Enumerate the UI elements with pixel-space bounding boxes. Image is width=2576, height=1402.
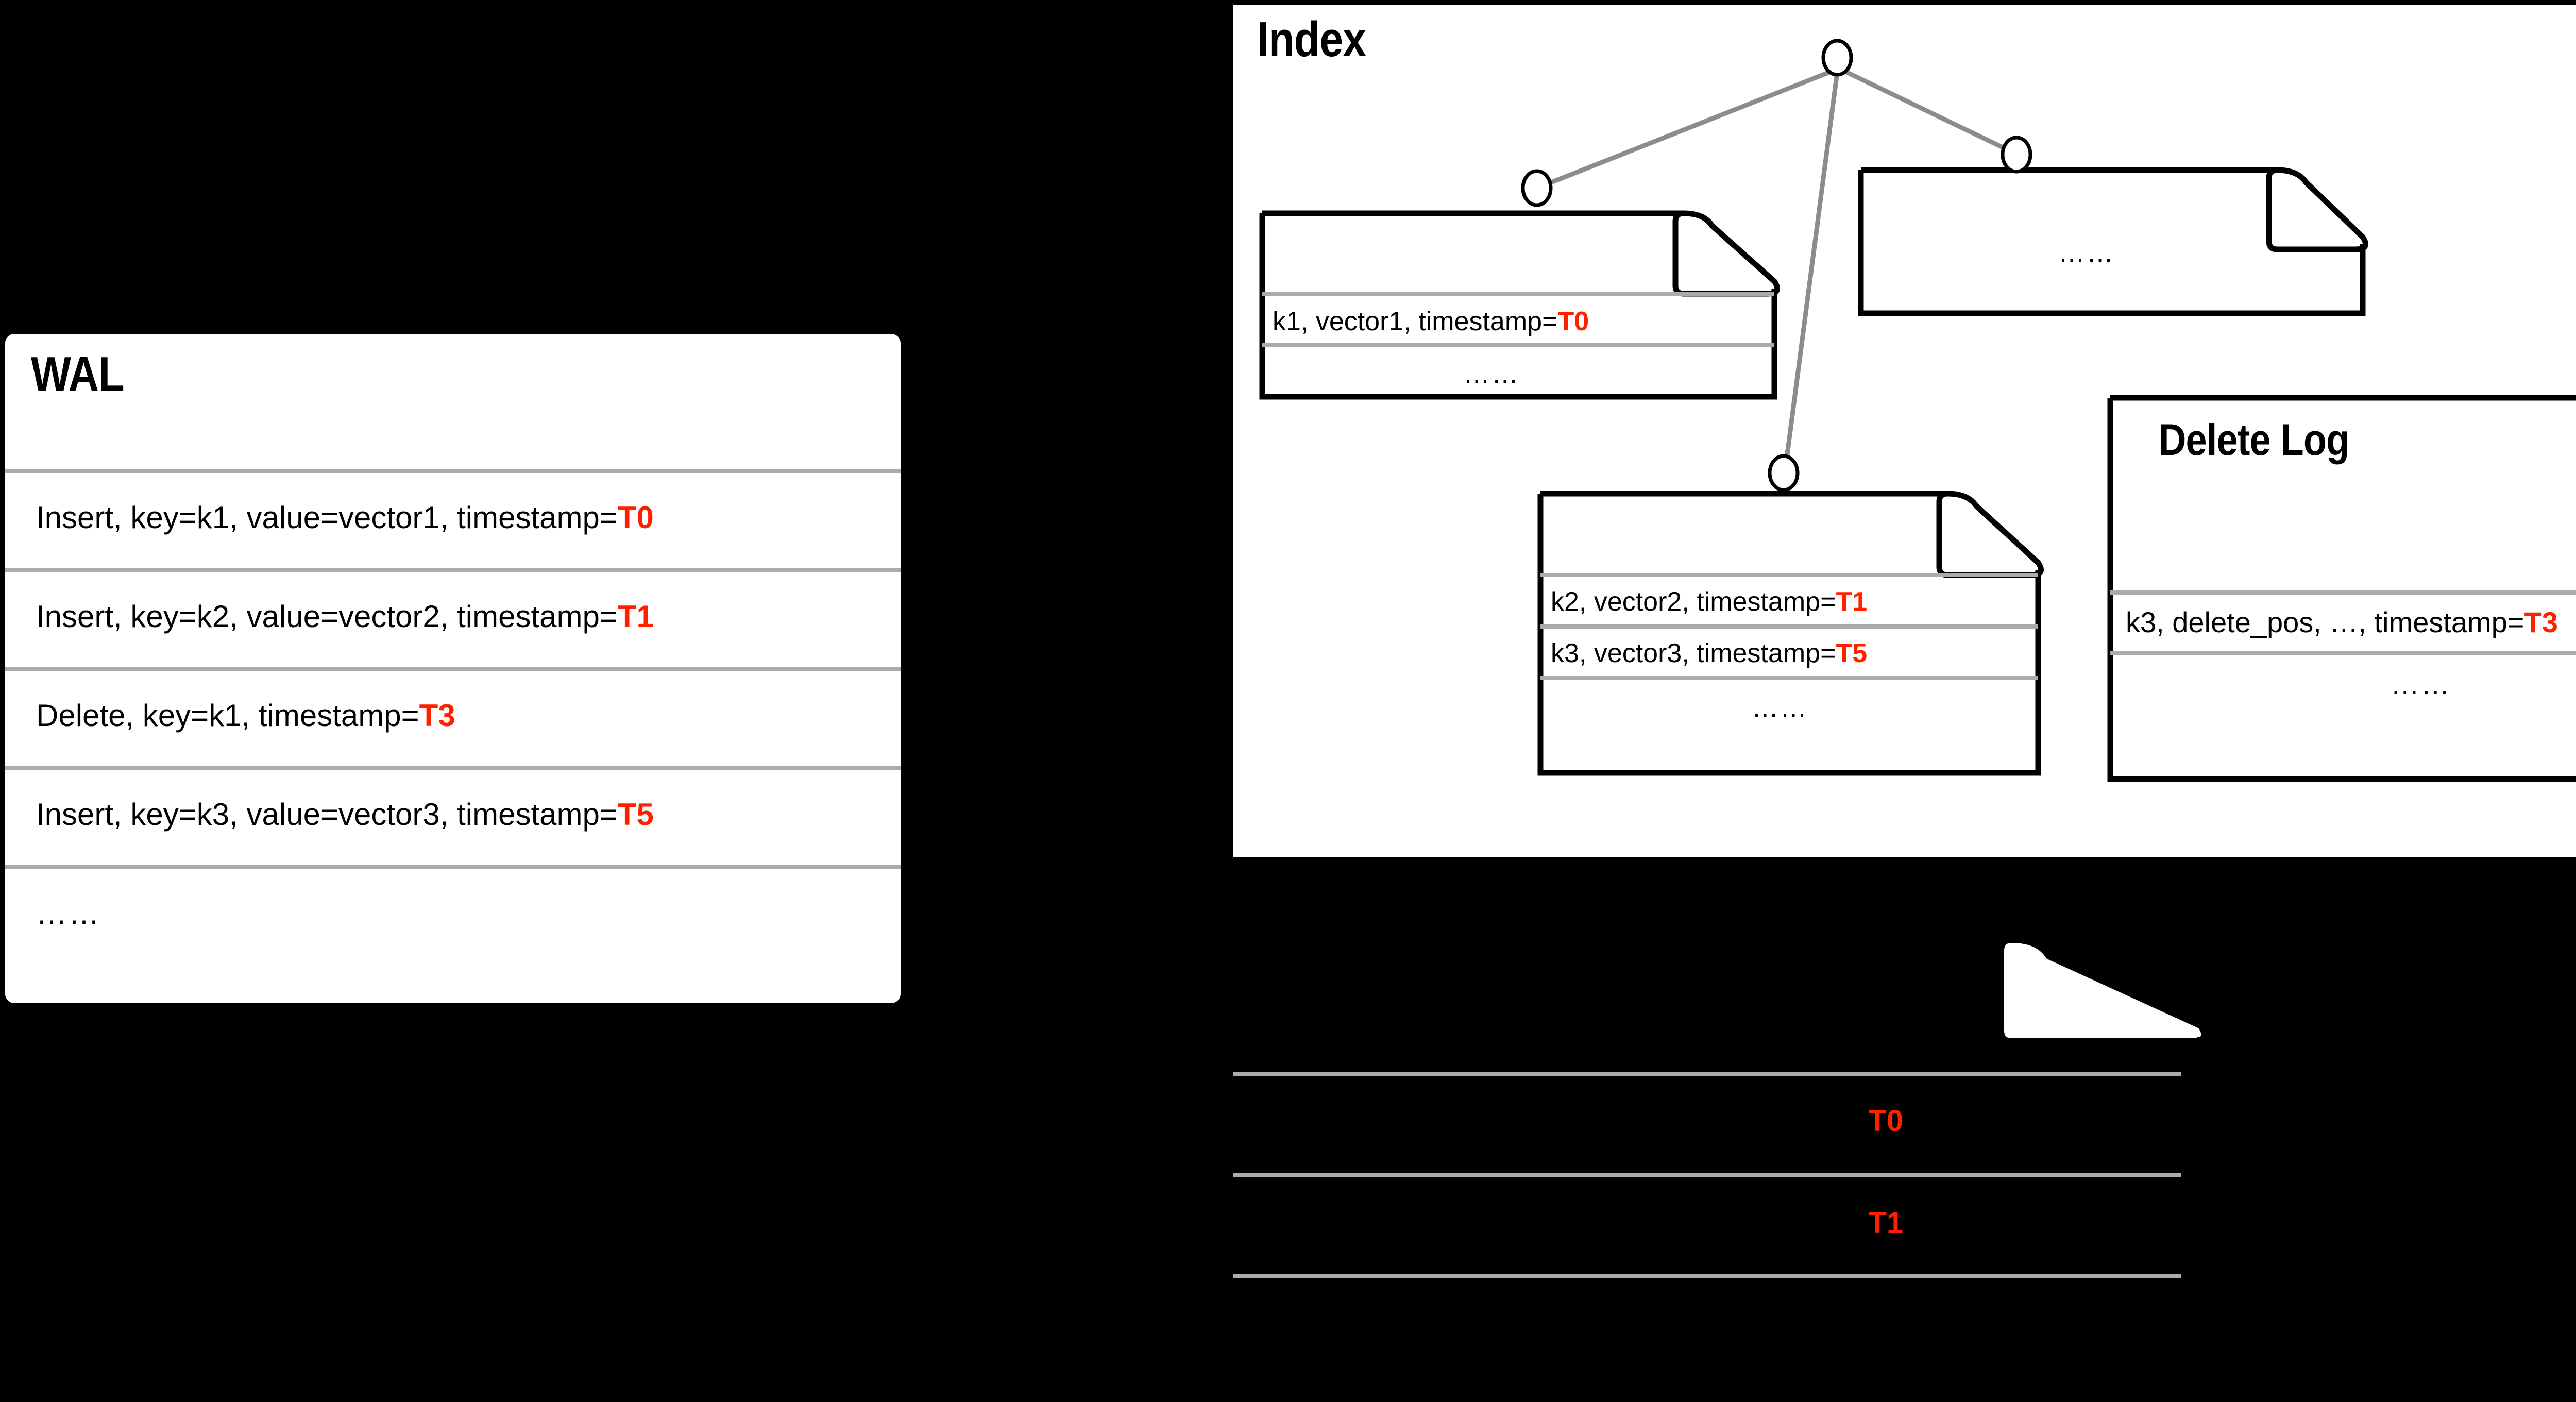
bin-log-entry: Op=Insert, execution_time=5,…,timestamp=… (1283, 1206, 1904, 1240)
wal-row-divider (5, 469, 901, 473)
index-leaf-ellipsis-text: …… (2058, 238, 2115, 268)
wal-row-divider (5, 865, 901, 869)
bin-log-ellipsis: …… (1283, 1307, 1346, 1340)
index-leaf-k1-divider (1262, 343, 1774, 347)
delete-log-ellipsis: …… (2391, 668, 2451, 700)
index-leaf-k2k3-divider (1540, 624, 2038, 629)
bin-log-divider (1233, 1072, 2181, 1076)
delete-log-title: Delete Log (2159, 415, 2349, 465)
delete-log-divider (2110, 651, 2576, 655)
delete-log-entry: k3, delete_pos, …, timestamp=T3 (2126, 606, 2558, 638)
index-leaf-k1-ellipsis: …… (1463, 359, 1520, 389)
bin-log-divider (1233, 1173, 2181, 1177)
wal-row-divider (5, 766, 901, 770)
wal-panel-title: WAL (31, 347, 125, 402)
wal-row-entry: Insert, key=k3, value=vector3, timestamp… (36, 797, 654, 832)
wal-row-entry: Insert, key=k2, value=vector2, timestamp… (36, 599, 654, 634)
delete-log-divider (2110, 590, 2576, 595)
index-leaf-k1-divider (1262, 292, 1774, 296)
index-leaf-k1-entry: k1, vector1, timestamp=T0 (1273, 307, 1589, 336)
wal-row-entry: Delete, key=k1, timestamp=T3 (36, 698, 455, 733)
index-leaf-k2k3-divider (1540, 676, 2038, 680)
wal-row-ellipsis: …… (36, 896, 101, 931)
wal-row-divider (5, 667, 901, 671)
wal-row-divider (5, 568, 901, 572)
index-leaf-k2k3-ellipsis: …… (1752, 693, 1808, 723)
wal-row-entry: Insert, key=k1, value=vector1, timestamp… (36, 500, 654, 535)
index-leaf-k2k3-divider (1540, 573, 2038, 577)
bin-log-entry: Op=Insert, execution_time=3,…,timestamp=… (1283, 1104, 1904, 1138)
index-leaf-k2k3-entry: k3, vector3, timestamp=T5 (1551, 638, 1868, 668)
index-panel-title: Index (1257, 12, 1366, 67)
bin-log-divider (1233, 1274, 2181, 1278)
bin-log-title: Bin Log (1257, 956, 1413, 1011)
index-panel (1233, 5, 2576, 857)
index-leaf-k2k3-entry: k2, vector2, timestamp=T1 (1551, 587, 1868, 617)
